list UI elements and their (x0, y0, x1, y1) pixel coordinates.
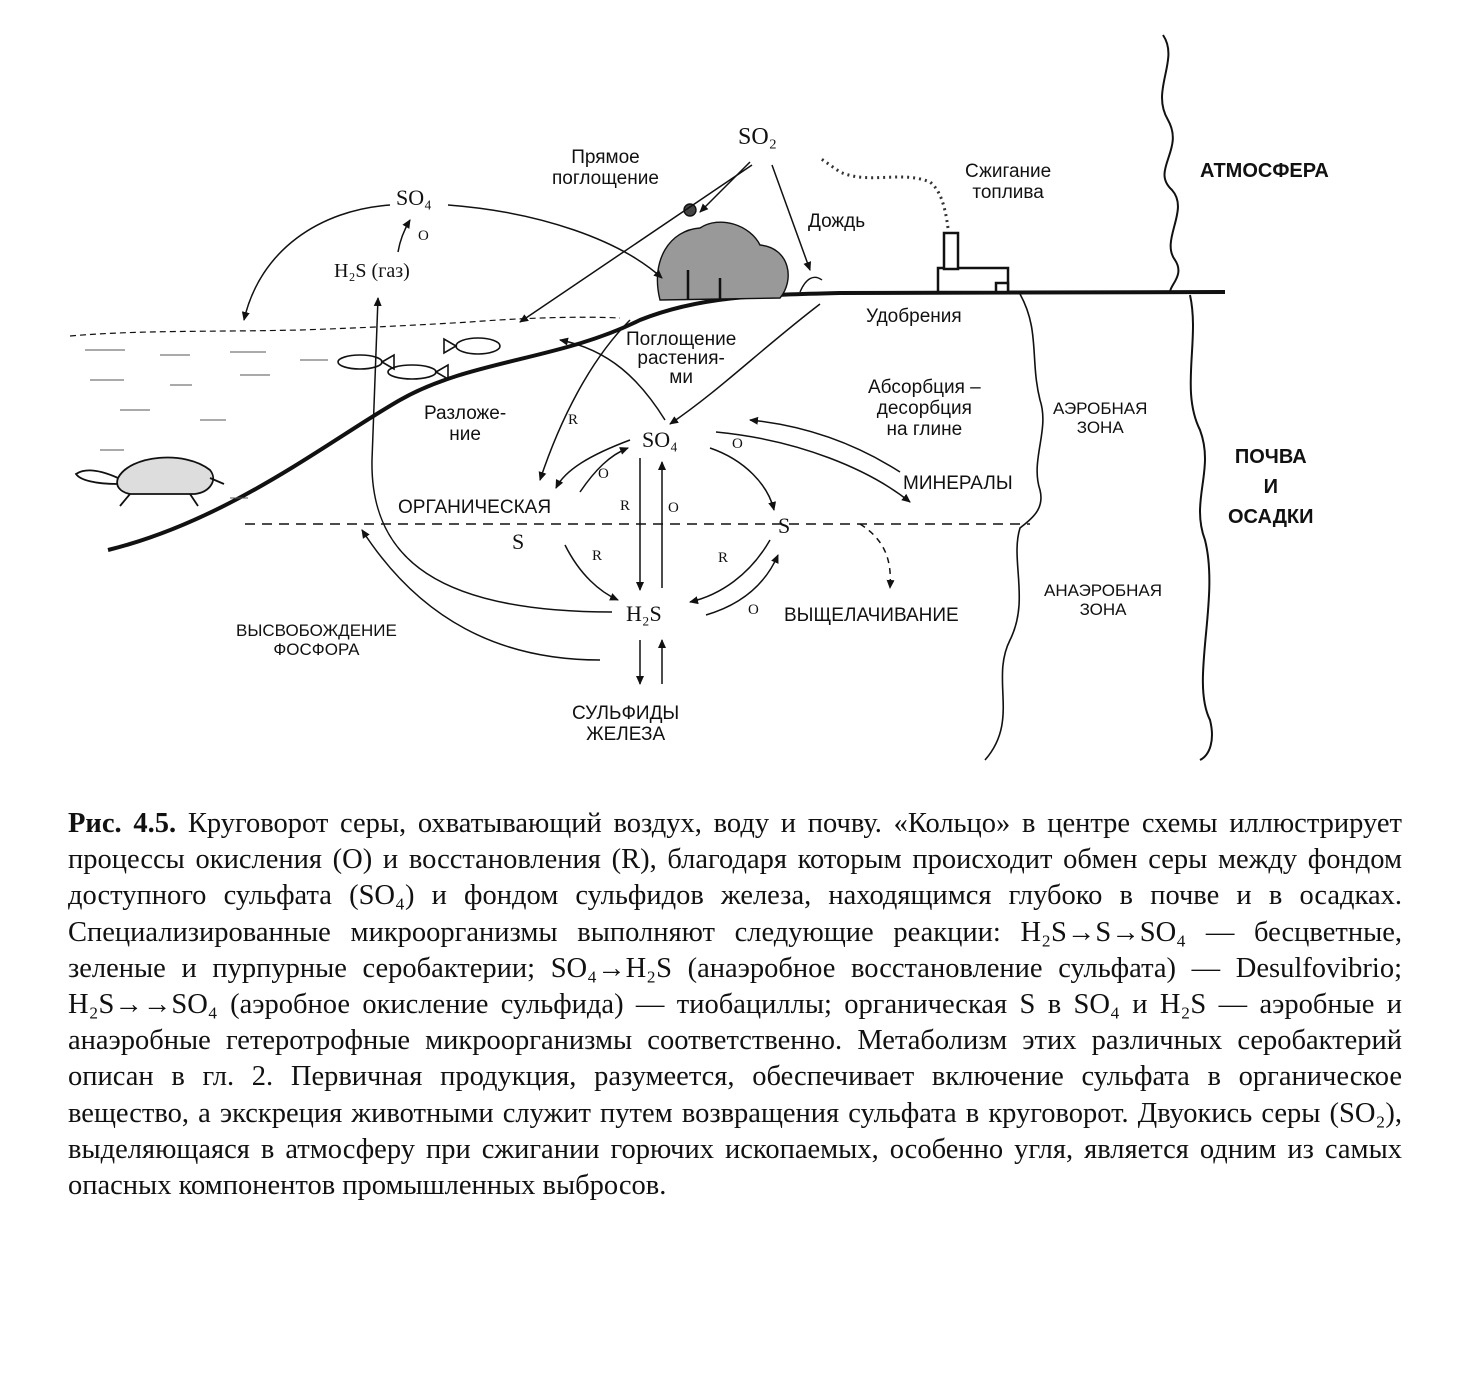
arrow-so2-to-plants (699, 161, 751, 213)
arrow-so2-to-water (519, 164, 753, 323)
aerobic-zone-label: АЭРОБНАЯ ЗОНА (1053, 399, 1148, 437)
r-ring-left-label: R (620, 498, 631, 514)
vegetation-icon (656, 203, 823, 301)
figure-caption: Рис. 4.5. Круговорот серы, охватывающий … (68, 806, 1402, 1204)
zone-boundary-wavy (984, 293, 1044, 761)
o-ring-left-label: O (598, 466, 609, 482)
so2-label: SO₂ (738, 124, 778, 150)
factory-icon (936, 231, 1010, 294)
leaching-label: ВЫЩЕЛАЧИВАНИЕ (784, 605, 959, 626)
fertilizers-label: Удобрения (866, 306, 962, 327)
o-ring-mid-label: O (668, 500, 679, 516)
decomposition-label: Разложе- ние (424, 403, 507, 445)
fish-icon (337, 337, 501, 381)
fuel-burning-label: Сжигание топлива (965, 161, 1052, 203)
soil-brace (1189, 294, 1213, 761)
h2s-center-label: H₂S (626, 601, 662, 626)
r-lower-left-label: R (592, 548, 603, 564)
arrow-s-to-h2s (689, 539, 771, 605)
arrow-decomposition (538, 319, 631, 481)
atmosphere-label: АТМОСФЕРА (1200, 160, 1329, 182)
r-decomp-label: R (568, 412, 579, 428)
o-ring-right-label: O (732, 436, 743, 452)
arrow-to-water-plant (559, 337, 666, 421)
arrow-h2s-to-s (705, 554, 779, 616)
arrow-so2-rain (771, 164, 812, 271)
organic-s-label: S (512, 529, 525, 554)
arrow-so4-to-water (241, 204, 391, 321)
soil-sediments-label: ПОЧВА И ОСАДКИ (1228, 446, 1314, 528)
arrow-minerals-to-so4 (749, 416, 901, 473)
arrow-phosphorus-release (361, 529, 601, 661)
so4-center-label: SO₄ (642, 427, 678, 452)
arrow-so4-to-minerals (715, 431, 911, 503)
organic-label: ОРГАНИЧЕСКАЯ (398, 497, 552, 518)
smoke-plume (819, 156, 950, 229)
s-right-label: S (778, 513, 791, 538)
atmosphere-brace (1161, 34, 1180, 293)
so4-air-label: SO₄ (396, 185, 432, 210)
o-lower-right-label: O (748, 602, 759, 618)
caption-text: Круговорот серы, охватывающий воздух, во… (68, 808, 1402, 1202)
arrow-so4-air-to-plants (447, 204, 663, 279)
absorption-label: Абсорбция – десорбция на глине (868, 377, 981, 440)
iron-sulfides-label: СУЛЬФИДЫ ЖЕЛЕЗА (572, 703, 680, 745)
arrow-h2s-to-so4 (397, 219, 411, 253)
arrow-plants-uptake (669, 303, 821, 425)
r-lower-right-label: R (718, 550, 729, 566)
sulfur-cycle-diagram (69, 34, 1226, 761)
arrow-organic-to-so4 (579, 447, 629, 493)
plant-uptake-label: Поглощение растения- ми (626, 329, 737, 388)
arrow-organic-to-h2s (564, 544, 619, 601)
phosphorus-release-label: ВЫСВОБОЖДЕНИЕ ФОСФОРА (236, 621, 397, 659)
water-surface-line (69, 316, 621, 337)
minerals-label: МИНЕРАЛЫ (903, 473, 1013, 494)
arrow-so4-to-s (709, 447, 777, 511)
arrow-so4-to-organic (555, 439, 631, 489)
turtle-icon (74, 456, 225, 507)
caption-number: Рис. 4.5. (68, 808, 177, 839)
anaerobic-zone-label: АНАЭРОБНАЯ ЗОНА (1044, 581, 1163, 619)
arrow-h2s-center-to-gas (371, 297, 613, 613)
direct-uptake-label: Прямое поглощение (552, 147, 659, 189)
rain-label: Дождь (808, 211, 866, 232)
h2s-gas-label: H₂S (газ) (334, 260, 410, 282)
arrow-leaching (859, 523, 895, 589)
o-air-label: O (418, 228, 429, 244)
